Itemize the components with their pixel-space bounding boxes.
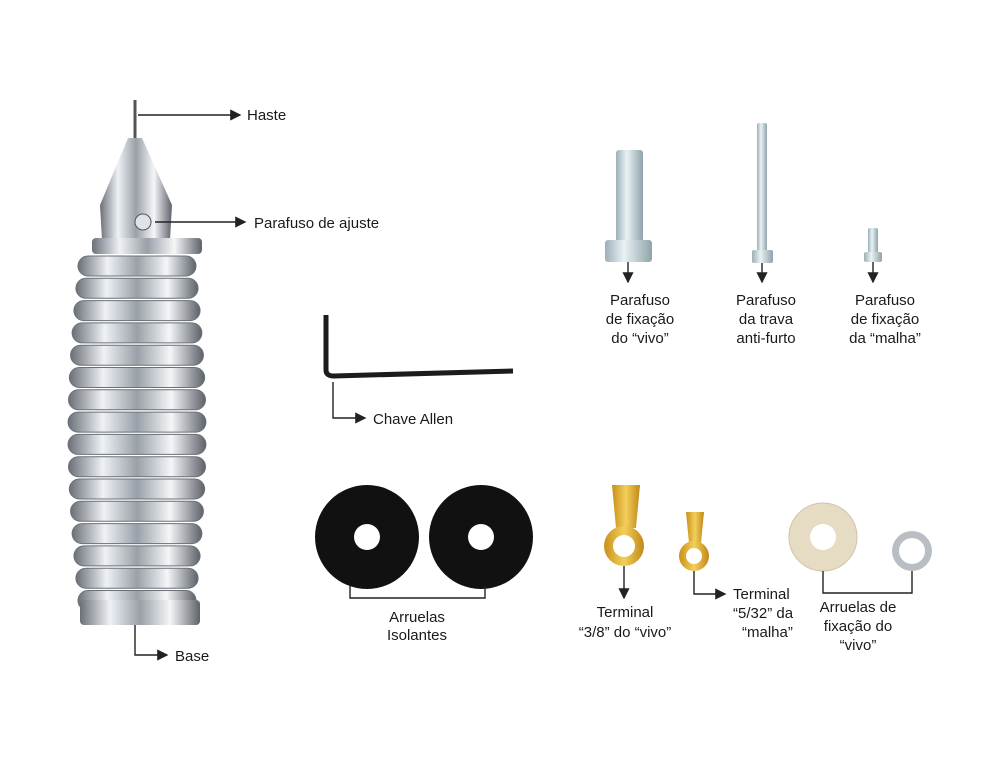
washer-hole [899, 538, 925, 564]
label-arruelas-isolantes-1: Arruelas [389, 609, 445, 626]
label-terminal-vivo-2: “3/8” do “vivo” [579, 624, 672, 641]
spring-coil [68, 367, 206, 388]
spring-coil [70, 344, 204, 366]
label-parafuso-trava-3: anti-furto [736, 330, 795, 347]
leader-base [134, 625, 169, 661]
bolt-head [752, 250, 773, 263]
insulating-washers [315, 485, 533, 589]
label-chave-allen: Chave Allen [373, 411, 453, 428]
spring-coil [73, 300, 201, 322]
label-haste: Haste [247, 107, 286, 124]
label-parafuso-trava-1: Parafuso [736, 292, 796, 309]
label-parafuso-malha-3: da “malha” [849, 330, 921, 347]
label-parafuso-vivo-3: do “vivo” [611, 330, 669, 347]
bracket-arruelas-fixacao [822, 571, 913, 594]
spring-coil [73, 545, 201, 567]
label-arruelas-fixacao-3: “vivo” [840, 637, 877, 654]
spring-coil [71, 523, 203, 545]
bolt-shaft [757, 123, 767, 253]
label-arruelas-isolantes-2: Isolantes [387, 627, 447, 644]
bolt-head [605, 240, 652, 262]
spring-coils [67, 255, 207, 611]
washer-hole [810, 524, 836, 550]
spring-coil [67, 411, 207, 433]
bolt-anti-theft [752, 123, 773, 263]
spring-coil [70, 500, 204, 522]
label-arruelas-fixacao-2: fixação do [824, 618, 892, 635]
label-parafuso-malha-2: de fixação [851, 311, 919, 328]
washer-hole [354, 524, 380, 550]
label-base: Base [175, 648, 209, 665]
allen-key [323, 315, 514, 379]
washer-hole [468, 524, 494, 550]
bolt-malha [864, 228, 882, 262]
cone [100, 138, 172, 240]
label-terminal-vivo-1: Terminal [597, 604, 654, 621]
adjust-screw [134, 213, 152, 231]
bolt-shaft [616, 150, 643, 242]
terminal-malha [679, 512, 709, 571]
spring-coil [67, 456, 207, 478]
leader-chave-allen [332, 382, 367, 424]
terminal-vivo [604, 485, 644, 566]
spring-coil [71, 322, 203, 344]
bolt-vivo [605, 150, 652, 262]
spring-coil [68, 478, 206, 500]
label-arruelas-fixacao-1: Arruelas de [820, 599, 897, 616]
bracket-arruelas-isolantes [349, 586, 486, 599]
label-parafuso-malha-1: Parafuso [855, 292, 915, 309]
terminal-hole [613, 535, 635, 557]
label-terminal-malha-3: “malha” [742, 624, 793, 641]
label-terminal-malha-1: Terminal [733, 586, 790, 603]
base [80, 600, 200, 625]
bolt-shaft [868, 228, 878, 254]
label-terminal-malha-2: “5/32” da [733, 605, 794, 622]
leader-terminal-malha [693, 571, 727, 600]
bolt-head [864, 252, 882, 262]
label-parafuso-vivo-2: de fixação [606, 311, 674, 328]
terminal-hole [686, 548, 702, 564]
label-parafuso-trava-2: da trava [739, 311, 794, 328]
antenna-spring-mount [67, 100, 207, 625]
label-parafuso-ajuste: Parafuso de ajuste [254, 215, 379, 232]
fixing-washers [788, 502, 932, 572]
top-collar [92, 238, 202, 254]
spring-coil [67, 389, 207, 411]
spring-coil [75, 277, 199, 299]
spring-coil [77, 255, 197, 277]
spring-coil [75, 567, 199, 589]
terminal-crimp [612, 485, 640, 528]
terminal-crimp [686, 512, 704, 543]
label-parafuso-vivo-1: Parafuso [610, 292, 670, 309]
spring-coil [67, 433, 207, 455]
